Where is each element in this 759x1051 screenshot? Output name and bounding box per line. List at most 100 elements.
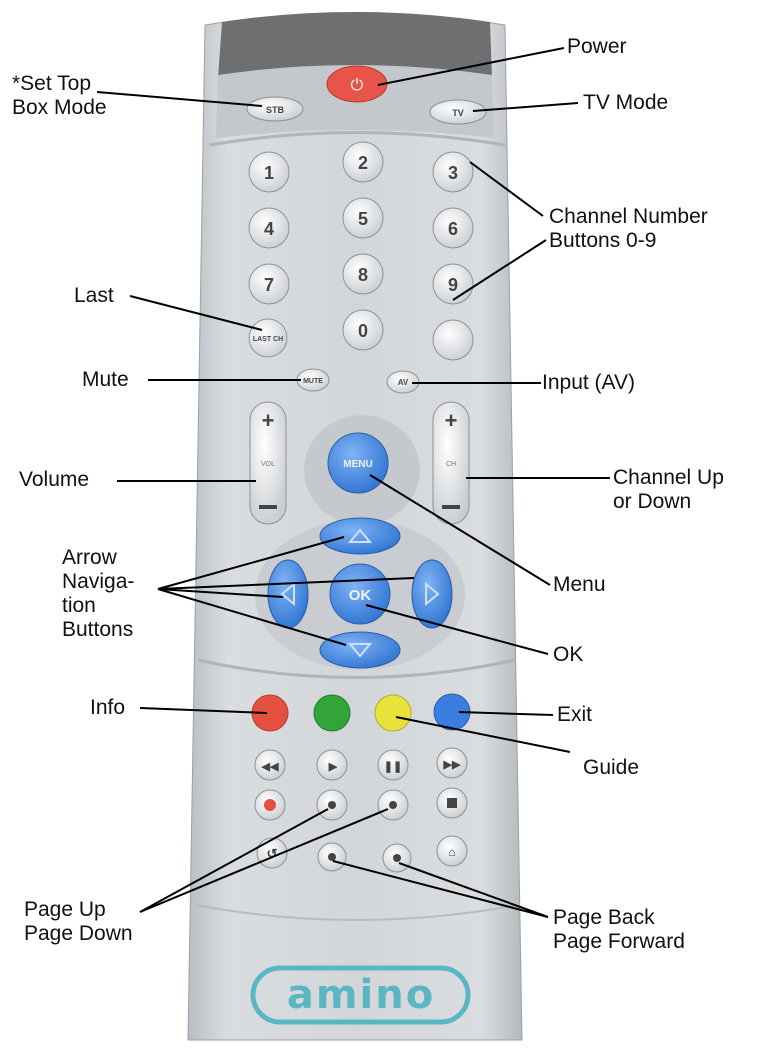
arrow-down-button[interactable] [319, 631, 401, 669]
label-volume: Volume [19, 468, 90, 491]
digit-0-label: 0 [358, 321, 368, 341]
digit-1-label: 1 [264, 163, 274, 183]
callout-lines [96, 47, 610, 918]
label-page-updown: Page Up Page Down [24, 898, 133, 945]
stop-icon [447, 798, 457, 808]
callout-stb [96, 91, 263, 107]
label-last: Last [74, 284, 114, 307]
rewind-button[interactable] [254, 749, 286, 781]
pause-button[interactable] [377, 749, 409, 781]
label-tv-mode: TV Mode [583, 91, 669, 114]
digit-0-button[interactable] [342, 309, 384, 351]
label-ok: OK [553, 643, 584, 666]
callout-page-down [139, 808, 389, 913]
digit-1-button[interactable] [248, 151, 290, 193]
play-button[interactable] [316, 749, 348, 781]
volume-rocker[interactable] [249, 401, 287, 525]
arrow-down-icon [347, 643, 373, 658]
channel-label: CH [446, 461, 456, 468]
stb-button[interactable] [246, 96, 304, 122]
fast-forward-button[interactable] [436, 747, 468, 779]
page-back-icon [328, 853, 336, 861]
remote-top-cap [218, 12, 492, 78]
play-icon: ▶ [328, 761, 338, 773]
callout-arrow-up [157, 536, 345, 590]
callout-ok [365, 604, 549, 655]
label-page-backforward: Page Back Page Forward [553, 906, 685, 953]
av-button-label: AV [398, 378, 409, 387]
label-menu: Menu [553, 573, 606, 596]
volume-label: VOL [261, 461, 275, 468]
label-exit: Exit [557, 703, 593, 726]
channel-plus-icon: + [445, 408, 458, 433]
callout-page-up [139, 808, 329, 913]
label-guide: Guide [583, 756, 640, 779]
stb-button-label: STB [266, 105, 285, 115]
callout-last [129, 295, 263, 331]
digit-7-button[interactable] [248, 263, 290, 305]
brand-logo-frame [250, 965, 471, 1025]
home-icon: ⌂ [448, 845, 455, 859]
blank-button[interactable] [432, 319, 474, 361]
tv-button[interactable] [429, 99, 487, 125]
digit-5-button[interactable] [342, 197, 384, 239]
record-icon [264, 799, 276, 811]
rewind-icon: ◀◀ [261, 761, 279, 773]
callout-menu [369, 474, 551, 586]
callout-info [139, 707, 268, 714]
callout-page-back [332, 860, 549, 918]
home-button[interactable] [436, 835, 468, 867]
channel-minus-icon [442, 505, 460, 509]
last-channel-label: LAST CH [253, 336, 283, 343]
volume-minus-icon [259, 505, 277, 509]
power-icon: ⏻ [351, 77, 364, 94]
number-pad: 1 2 3 4 5 6 7 8 9 LAST CH 0 [248, 141, 474, 361]
label-power: Power [567, 35, 627, 58]
divider-low [195, 904, 519, 921]
callout-guide [395, 716, 571, 753]
digit-8-button[interactable] [342, 253, 384, 295]
digit-9-label: 9 [448, 275, 458, 295]
callout-channel-1 [469, 161, 544, 217]
callout-page-forward [398, 862, 549, 918]
callout-tv [472, 102, 579, 112]
page-down-icon [389, 801, 397, 809]
pause-icon: ❚❚ [384, 761, 402, 773]
green-button[interactable] [313, 694, 351, 732]
tv-button-label: TV [452, 108, 464, 118]
divider-top [209, 131, 506, 147]
digit-4-button[interactable] [248, 207, 290, 249]
callout-power [377, 47, 565, 86]
digit-6-button[interactable] [432, 207, 474, 249]
yellow-guide-button[interactable] [374, 694, 412, 732]
mute-button-label: MUTE [303, 378, 323, 385]
digit-3-button[interactable] [432, 151, 474, 193]
arrow-right-icon [425, 581, 440, 607]
fast-forward-icon: ▶▶ [443, 759, 461, 771]
brand-logo: amino [287, 972, 435, 1018]
digit-2-button[interactable] [342, 141, 384, 183]
label-mute: Mute [82, 368, 129, 391]
digit-6-label: 6 [448, 219, 458, 239]
digit-8-label: 8 [358, 265, 368, 285]
label-info: Info [90, 696, 126, 719]
ok-button-label: OK [349, 587, 372, 604]
label-set-top-box: *Set Top Box Mode [12, 72, 107, 119]
arrow-right-button[interactable] [411, 559, 453, 629]
label-arrow-nav: Arrow Naviga- tion Buttons [62, 546, 135, 641]
label-channel-updown: Channel Up or Down [613, 466, 724, 513]
label-channel-number: Channel Number Buttons 0-9 [549, 205, 708, 252]
digit-4-label: 4 [264, 219, 274, 239]
menu-button-label: MENU [343, 459, 372, 470]
replay-icon: ↺ [267, 846, 278, 861]
callout-channel-2 [452, 239, 547, 301]
arrow-left-button[interactable] [267, 559, 309, 629]
digit-2-label: 2 [358, 153, 368, 173]
page-forward-icon [393, 854, 401, 862]
digit-3-label: 3 [448, 163, 458, 183]
callout-exit [458, 711, 554, 716]
digit-7-label: 7 [264, 275, 274, 295]
callout-arrow-down [157, 588, 347, 646]
arrow-up-button[interactable] [319, 517, 401, 555]
